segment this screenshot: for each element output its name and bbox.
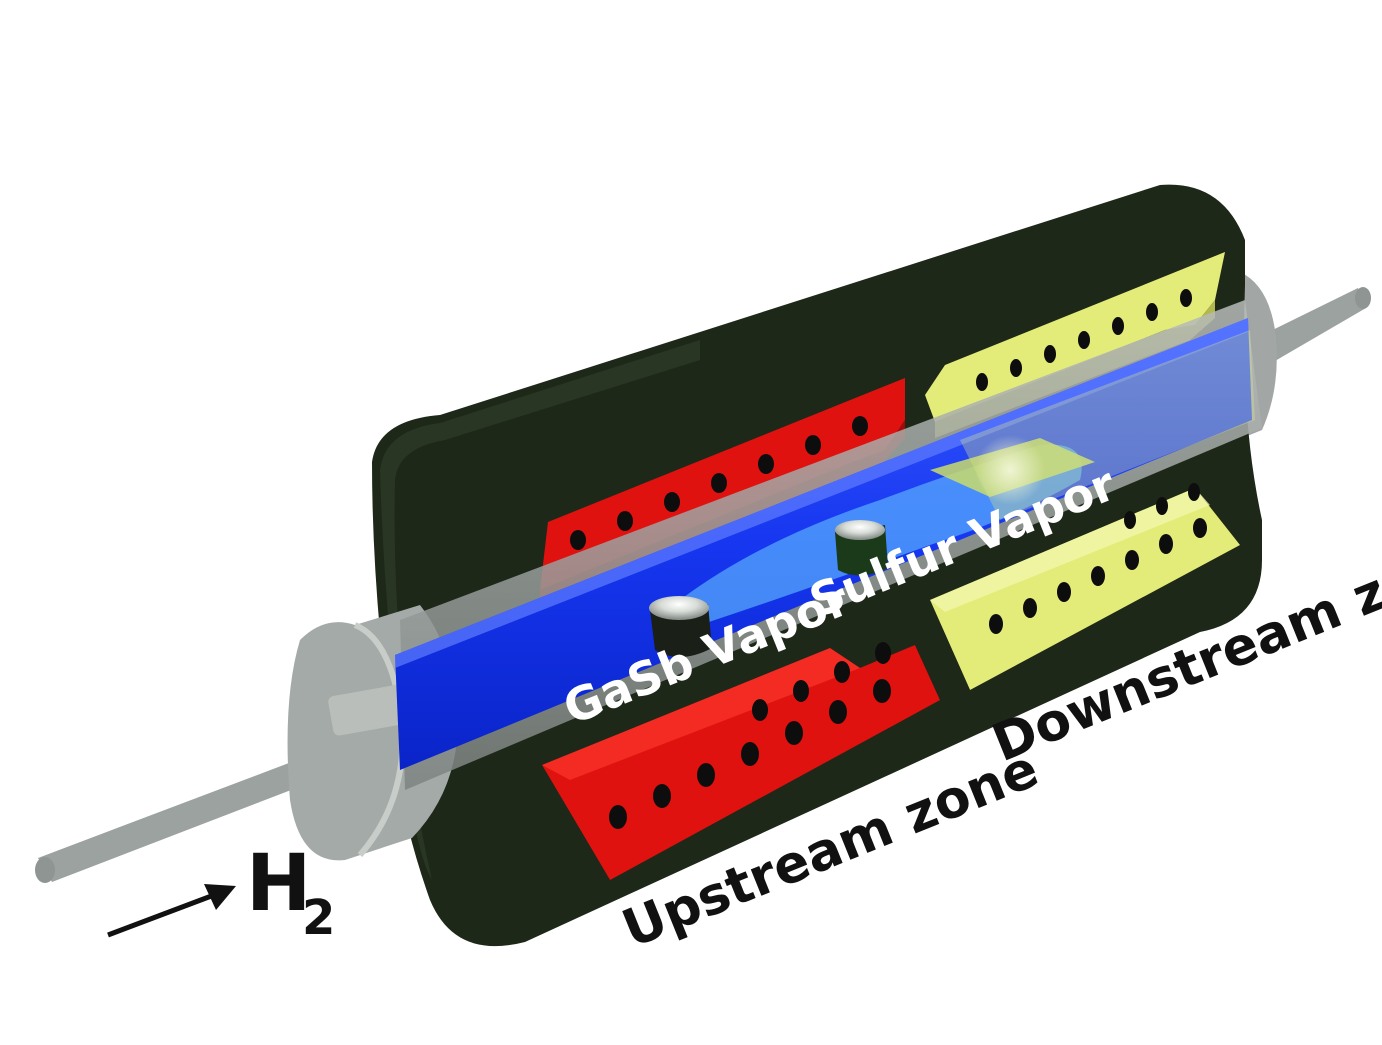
heater-coil-dot xyxy=(617,511,633,531)
furnace-inner-wall-mid xyxy=(915,600,970,700)
heater-coil-dot xyxy=(1146,303,1158,321)
hydrogen-inlet-arrow xyxy=(107,884,236,938)
heater-coil-dot xyxy=(875,642,891,664)
upstream-heater-lower-top xyxy=(542,648,860,780)
heater-coil-dot xyxy=(785,721,803,745)
substrate-glow xyxy=(975,435,1045,505)
heater-coil-dot xyxy=(653,784,671,808)
downstream-heater-upper-coils xyxy=(976,289,1192,391)
downstream-translucent-zone xyxy=(960,330,1255,520)
sulfur-source-boat xyxy=(835,520,888,576)
heater-coil-dot xyxy=(805,435,821,455)
outlet-line-end-cap xyxy=(1355,287,1371,309)
outlet-gas-line xyxy=(1248,288,1366,372)
heater-coil-dot xyxy=(1112,317,1124,335)
heater-coil-dot xyxy=(1091,566,1105,586)
heater-coil-dot xyxy=(1010,359,1022,377)
heater-coil-dot xyxy=(711,473,727,493)
heater-coil-dot xyxy=(1188,483,1200,501)
heater-coil-dot xyxy=(1124,511,1136,529)
inlet-gas-line xyxy=(38,752,330,882)
upstream-heater-lower-coils xyxy=(609,642,891,829)
heater-coil-dot xyxy=(1078,331,1090,349)
heater-coil-dot xyxy=(1180,289,1192,307)
heater-coil-dot xyxy=(758,454,774,474)
heater-coil-dot xyxy=(1159,534,1173,554)
heater-coil-dot xyxy=(570,530,586,550)
upstream-heater-upper-coils xyxy=(570,416,868,550)
heater-coil-dot xyxy=(1156,497,1168,515)
heater-coil-dot xyxy=(1044,345,1056,363)
heater-coil-dot xyxy=(834,661,850,683)
vapor-flow-band-highlight xyxy=(395,318,1248,668)
inlet-line-end-cap xyxy=(35,857,55,883)
furnace-inner-wall-left xyxy=(515,765,610,890)
heater-coil-dot xyxy=(1057,582,1071,602)
heater-coil-dot xyxy=(697,763,715,787)
heater-coil-dot xyxy=(829,700,847,724)
heater-coil-dot xyxy=(873,679,891,703)
heater-coil-dot xyxy=(852,416,868,436)
hydrogen-subscript: 2 xyxy=(302,890,335,946)
heater-coil-dot xyxy=(609,805,627,829)
heater-coil-dot xyxy=(976,373,988,391)
heater-coil-dot xyxy=(1023,598,1037,618)
downstream-heater-upper xyxy=(925,252,1225,422)
heater-coil-dot xyxy=(664,492,680,512)
heater-coil-dot xyxy=(793,680,809,702)
downstream-heater-lower-top xyxy=(930,488,1210,612)
heater-coil-dot xyxy=(741,742,759,766)
downstream-heater-lower-coils xyxy=(989,483,1207,634)
heater-coil-dot xyxy=(1193,518,1207,538)
heater-coil-dot xyxy=(1125,550,1139,570)
gasb-source-boat xyxy=(649,596,712,658)
heater-coil-dot xyxy=(752,699,768,721)
hydrogen-label: H xyxy=(246,839,311,929)
heater-coil-dot xyxy=(989,614,1003,634)
